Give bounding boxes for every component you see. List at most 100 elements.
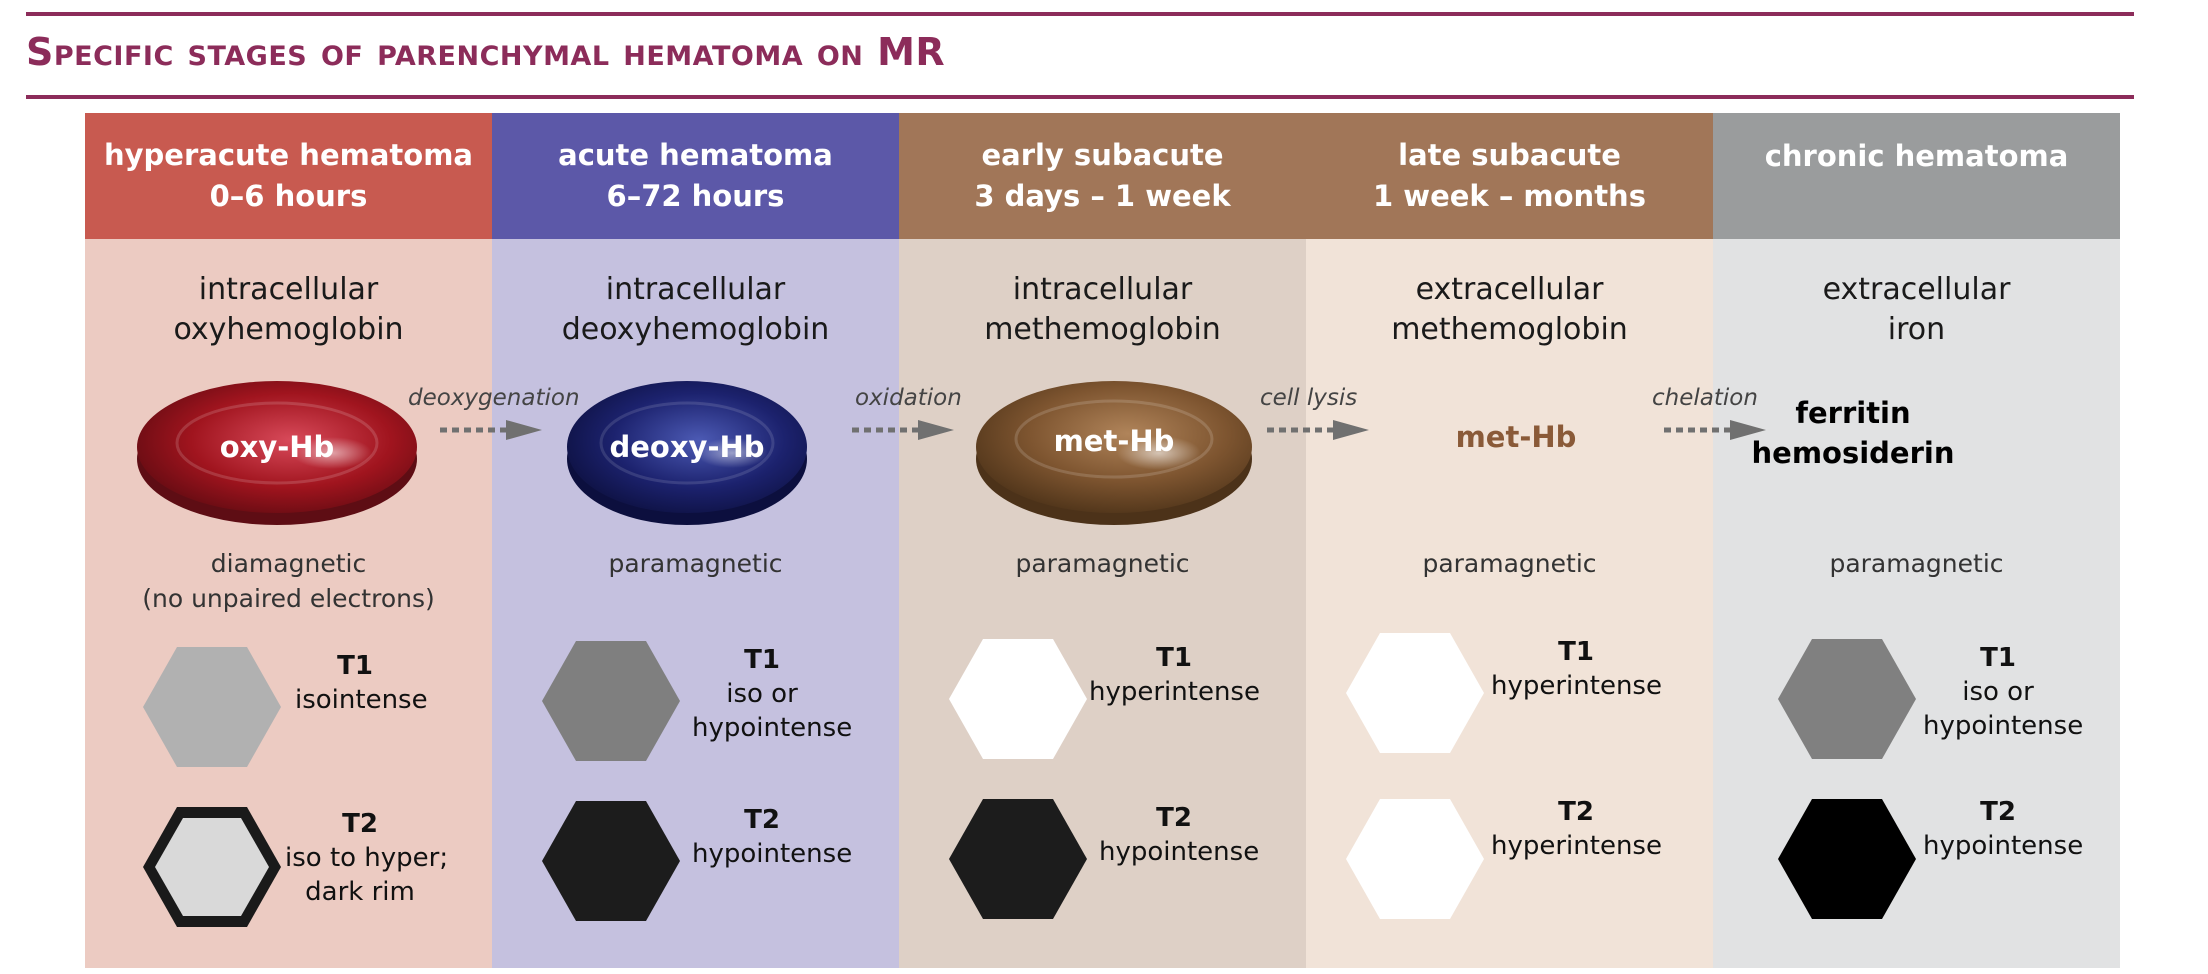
t2-signal-line-1: iso to hyper;: [285, 843, 449, 873]
compound-label: extracellular iron: [1713, 270, 2120, 350]
t1-label: T1: [744, 645, 780, 675]
t1-hexagon-icon: [949, 639, 1087, 759]
compound-line-1: intracellular: [198, 272, 379, 307]
stage-header: acute hematoma 6–72 hours: [492, 113, 899, 239]
dotted-arrow-icon: [1664, 420, 1766, 440]
t1-signal-line-1: isointense: [295, 685, 428, 715]
molecule-label: met-Hb: [1455, 420, 1577, 454]
t1-label: T1: [1558, 637, 1594, 667]
magnetism-line-1: paramagnetic: [608, 549, 783, 578]
t2-hexagon-icon: [949, 799, 1087, 919]
stage-name: late subacute: [1398, 138, 1621, 172]
t2-signal: T2 hypointense: [1923, 795, 2084, 863]
t1-signal: T1 isointense: [295, 649, 428, 717]
compound-line-1: extracellular: [1822, 272, 2011, 307]
compound-line-2: oxyhemoglobin: [173, 312, 404, 347]
t1-label: T1: [1156, 643, 1192, 673]
t2-label: T2: [1980, 797, 2016, 827]
stage-header: hyperacute hematoma 0–6 hours: [85, 113, 492, 239]
t1-signal-line-1: iso or: [726, 679, 798, 709]
t2-signal-line-1: hypointense: [1923, 831, 2084, 861]
t1-hexagon-icon: [1346, 633, 1484, 753]
magnetism-line-1: paramagnetic: [1015, 549, 1190, 578]
compound-line-1: intracellular: [1012, 272, 1193, 307]
compound-label: extracellular methemoglobin: [1306, 270, 1713, 350]
t2-signal: T2 hypointense: [692, 803, 853, 871]
stage-time: 6–72 hours: [606, 179, 785, 213]
t2-hexagon-icon: [1778, 799, 1916, 919]
dotted-arrow-icon: [440, 420, 542, 440]
compound-label: intracellular oxyhemoglobin: [85, 270, 492, 350]
magnetism-label: paramagnetic: [1713, 546, 2120, 581]
molecule-label: oxy-Hb: [220, 430, 335, 464]
red-blood-cell-met: met-Hb: [976, 381, 1252, 525]
t1-label: T1: [337, 651, 373, 681]
t2-label: T2: [1558, 797, 1594, 827]
t1-hexagon-icon: [542, 641, 680, 761]
stage-name: acute hematoma: [558, 138, 833, 172]
t2-signal-line-1: hypointense: [692, 839, 853, 869]
magnetism-line-1: paramagnetic: [1422, 549, 1597, 578]
dotted-arrow-icon: [1267, 420, 1369, 440]
magnetism-label: paramagnetic: [492, 546, 899, 581]
magnetism-label: paramagnetic: [1306, 546, 1713, 581]
stage-name: early subacute: [981, 138, 1224, 172]
compound-line-2: methemoglobin: [984, 312, 1221, 347]
stage-name: hyperacute hematoma: [104, 138, 473, 172]
t1-signal: T1 hyperintense: [1491, 635, 1662, 703]
t1-hexagon-icon: [1778, 639, 1916, 759]
t1-signal: T1 iso or hypointense: [692, 643, 852, 745]
t1-hexagon-icon: [143, 647, 281, 767]
compound-line-2: iron: [1887, 312, 1946, 347]
stage-column-late-subacute: late subacute 1 week – months extracellu…: [1306, 113, 1713, 968]
t2-signal-line-2: dark rim: [305, 877, 415, 907]
t2-signal-line-1: hyperintense: [1491, 831, 1662, 861]
t1-signal-line-1: hyperintense: [1089, 677, 1260, 707]
compound-line-1: extracellular: [1415, 272, 1604, 307]
compound-line-2: deoxyhemoglobin: [561, 312, 830, 347]
t1-signal-line-2: hypointense: [1923, 711, 2084, 741]
stage-column-early-subacute: early subacute 3 days – 1 week intracell…: [899, 113, 1306, 968]
t1-signal-line-1: iso or: [1962, 677, 2034, 707]
title-underline: [26, 95, 2134, 99]
magnetism-label: paramagnetic: [899, 546, 1306, 581]
magnetism-line-2: (no unpaired electrons): [142, 584, 435, 613]
t2-signal: T2 hypointense: [1099, 801, 1260, 869]
t2-hexagon-icon: [1346, 799, 1484, 919]
stage-column-chronic: chronic hematoma extracellular iron ferr…: [1713, 113, 2120, 968]
transition-label-cell-lysis: cell lysis: [1260, 385, 1358, 411]
t2-hexagon-icon: [542, 801, 680, 921]
t2-signal: T2 hyperintense: [1491, 795, 1662, 863]
t2-signal: T2 iso to hyper; dark rim: [285, 807, 449, 909]
t2-label: T2: [342, 809, 378, 839]
t2-label: T2: [1156, 803, 1192, 833]
stage-column-hyperacute: hyperacute hematoma 0–6 hours intracellu…: [85, 113, 492, 968]
t1-signal: T1 hyperintense: [1089, 641, 1260, 709]
stage-name: chronic hematoma: [1764, 138, 2069, 173]
t1-signal: T1 iso or hypointense: [1923, 641, 2084, 743]
magnetism-line-1: paramagnetic: [1829, 549, 2004, 578]
t1-signal-line-1: hyperintense: [1491, 671, 1662, 701]
red-blood-cell-oxy: oxy-Hb: [137, 381, 417, 525]
stage-header: chronic hematoma: [1713, 113, 2120, 239]
stage-column-acute: acute hematoma 6–72 hours intracellular …: [492, 113, 899, 968]
top-rule: [26, 12, 2134, 16]
t2-signal-line-1: hypointense: [1099, 837, 1260, 867]
transition-label-chelation: chelation: [1652, 385, 1758, 411]
compound-line-1: intracellular: [605, 272, 786, 307]
t2-hexagon-icon: [143, 807, 281, 927]
stage-time: 0–6 hours: [209, 179, 368, 213]
transition-label-oxidation: oxidation: [855, 385, 962, 411]
compound-label: intracellular methemoglobin: [899, 270, 1306, 350]
t1-label: T1: [1980, 643, 2016, 673]
stage-header: late subacute 1 week – months: [1306, 113, 1713, 239]
magnetism-label: diamagnetic (no unpaired electrons): [85, 546, 492, 616]
molecule-label: ferritin hemosiderin: [1713, 393, 1993, 473]
molecule-line-1: ferritin: [1795, 396, 1911, 430]
compound-label: intracellular deoxyhemoglobin: [492, 270, 899, 350]
molecule-label: deoxy-Hb: [609, 430, 764, 464]
stage-header: early subacute 3 days – 1 week: [899, 113, 1306, 239]
magnetism-line-1: diamagnetic: [210, 549, 367, 578]
stage-time: 3 days – 1 week: [974, 179, 1231, 213]
stage-time: 1 week – months: [1373, 179, 1646, 213]
